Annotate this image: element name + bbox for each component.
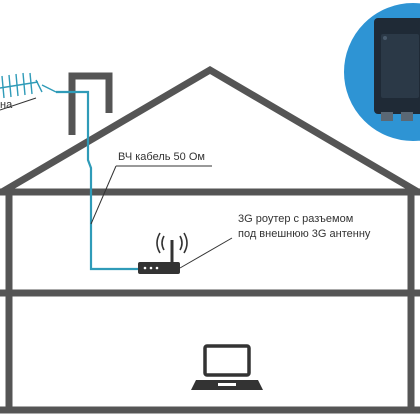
router-label-line1: 3G роутер с разъемом bbox=[238, 213, 353, 225]
router-label-line2: под внешнюю 3G антенну bbox=[238, 228, 371, 240]
antenna-label: на bbox=[0, 99, 13, 111]
cable-label: ВЧ кабель 50 Ом bbox=[118, 151, 205, 163]
device-photo-inset bbox=[342, 1, 420, 143]
router-icon bbox=[138, 232, 188, 274]
yagi-antenna-icon bbox=[0, 72, 57, 99]
cable-path bbox=[56, 90, 138, 271]
chimney bbox=[68, 72, 113, 135]
roof bbox=[0, 65, 420, 196]
antenna-label-pointer bbox=[0, 97, 37, 111]
laptop-icon bbox=[191, 344, 263, 390]
cable-label-pointer bbox=[90, 165, 117, 225]
house bbox=[0, 65, 420, 414]
router-label-pointer bbox=[179, 237, 233, 269]
